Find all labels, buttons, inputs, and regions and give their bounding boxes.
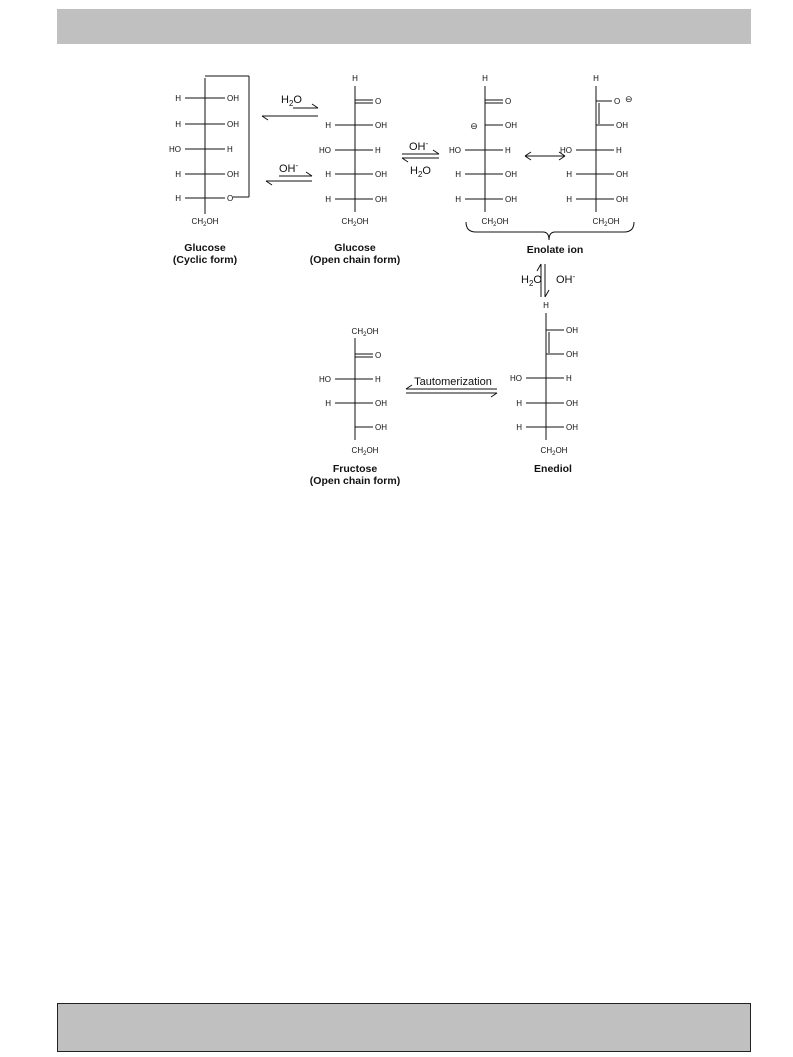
atom-label: OH	[566, 399, 578, 408]
atom-label: H	[227, 145, 233, 154]
atom-label: HO	[319, 146, 331, 155]
atom-label: OH	[375, 170, 387, 179]
atom-label: O	[505, 97, 511, 106]
equilibrium-arrow	[265, 180, 273, 186]
atom-label: HO	[449, 146, 461, 155]
atom-label: H	[616, 146, 622, 155]
hydroxide-label: OH-	[556, 272, 576, 286]
equilibrium-arrow	[261, 115, 269, 121]
atom-label: OH	[616, 195, 628, 204]
atom-label: H	[566, 170, 572, 179]
fructose-open-caption: Fructose	[333, 463, 378, 475]
resonance-arrow	[524, 155, 532, 161]
atom-label: OH	[227, 170, 239, 179]
hydroxide-label: OH-	[409, 139, 429, 153]
atom-label: HO	[169, 145, 181, 154]
glucose-open-caption: Glucose	[334, 242, 376, 254]
atom-label: HO	[560, 146, 572, 155]
glucose-cyclic-caption: (Cyclic form)	[173, 254, 237, 266]
atom-label: H	[516, 423, 522, 432]
enediol-caption: Enediol	[534, 463, 572, 475]
equilibrium-arrow	[544, 289, 550, 298]
equilibrium-arrow	[536, 263, 542, 272]
atom-label: O	[375, 97, 381, 106]
water-label: H2O	[410, 165, 431, 179]
atom-label: OH	[566, 350, 578, 359]
atom-label: OH	[375, 423, 387, 432]
atom-label: H	[375, 146, 381, 155]
equilibrium-arrow	[405, 384, 413, 390]
glucose-cyclic-caption: Glucose	[184, 242, 226, 254]
atom-label: OH	[566, 423, 578, 432]
atom-label: O	[227, 194, 233, 203]
enolate-brace	[465, 221, 635, 241]
header-bar	[57, 9, 751, 44]
equilibrium-arrow	[432, 149, 440, 155]
water-label: H2O	[521, 274, 542, 288]
equilibrium-arrow	[311, 103, 319, 109]
atom-label: HO	[319, 375, 331, 384]
atom-label: H	[175, 120, 181, 129]
resonance-arrow	[524, 151, 532, 157]
atom-label: H	[375, 375, 381, 384]
atom-label: H	[175, 94, 181, 103]
atom-label: OH	[505, 121, 517, 130]
equilibrium-arrow	[490, 392, 498, 398]
atom-label: OH	[375, 399, 387, 408]
atom-label: H	[505, 146, 511, 155]
atom-label: O	[614, 97, 620, 106]
atom-label: OH	[616, 170, 628, 179]
ch2oh-label: CH2OH	[192, 217, 219, 228]
ch2oh-label: CH2OH	[352, 327, 379, 338]
ch2oh-label: CH2OH	[482, 217, 509, 228]
glucose-open-caption: (Open chain form)	[310, 254, 400, 266]
atom-label: H	[455, 195, 461, 204]
atom-label: H	[455, 170, 461, 179]
atom-label: H	[593, 74, 599, 83]
atom-label: H	[516, 399, 522, 408]
atom-label: OH	[505, 195, 517, 204]
fructose-open-caption: (Open chain form)	[310, 475, 400, 487]
atom-label: OH	[616, 121, 628, 130]
resonance-arrow	[558, 151, 566, 157]
atom-label: OH	[227, 94, 239, 103]
atom-label: H	[175, 170, 181, 179]
atom-label: H	[325, 195, 331, 204]
negative-charge-label: ⊖	[625, 94, 633, 104]
hydroxide-label: OH-	[279, 161, 299, 175]
atom-label: H	[325, 170, 331, 179]
ch2oh-label: CH2OH	[541, 446, 568, 457]
ch2oh-label: CH2OH	[593, 217, 620, 228]
atom-label: H	[543, 301, 549, 310]
atom-label: H	[175, 194, 181, 203]
atom-label: OH	[566, 326, 578, 335]
atom-label: OH	[505, 170, 517, 179]
atom-label: OH	[375, 121, 387, 130]
resonance-arrow	[558, 155, 566, 161]
atom-label: H	[352, 74, 358, 83]
tautomerization-label: Tautomerization	[414, 376, 492, 388]
enolate-caption: Enolate ion	[527, 244, 584, 256]
atom-label: HO	[510, 374, 522, 383]
atom-label: H	[325, 399, 331, 408]
atom-label: H	[482, 74, 488, 83]
equilibrium-arrow	[305, 171, 313, 177]
negative-charge-label: ⊖	[470, 121, 478, 131]
equilibrium-arrow	[401, 157, 409, 163]
ch2oh-label: CH2OH	[352, 446, 379, 457]
atom-label: H	[325, 121, 331, 130]
water-label: H2O	[281, 94, 302, 108]
footer-bar	[57, 1003, 751, 1052]
atom-label: H	[566, 374, 572, 383]
atom-label: OH	[227, 120, 239, 129]
ch2oh-label: CH2OH	[342, 217, 369, 228]
atom-label: H	[566, 195, 572, 204]
atom-label: O	[375, 351, 381, 360]
atom-label: OH	[375, 195, 387, 204]
